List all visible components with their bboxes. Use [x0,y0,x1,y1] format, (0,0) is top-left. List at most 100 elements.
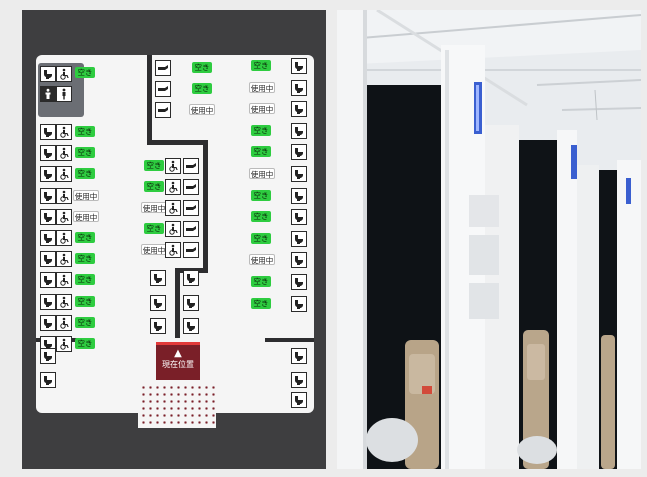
toilet-stall-lower-3 [291,372,307,388]
wheelchair-icon [60,338,69,350]
toilet-stall-left-5 [40,230,56,246]
toilet-stall-right-2 [291,101,307,118]
baby-icon [45,88,51,99]
western-stall-center-2 [183,200,199,216]
status-top-0: 空き [192,62,212,73]
status-right-9: 使用中 [249,254,275,266]
wall-top-horizontal [147,140,205,145]
toilet-icon [154,322,162,331]
toilet-stall-left-1 [40,145,56,162]
toilet-icon [44,276,52,286]
status-top-1: 空き [192,83,212,94]
toilet-stall-center-lower-2 [150,318,166,334]
status-right-4: 空き [251,146,271,158]
toilet-stall-lower-4 [291,392,307,408]
status-left-4: 使用中 [73,210,99,222]
toilet-icon [295,62,303,71]
toilet-stall-accessible [40,66,56,82]
toilet-stall-right-5 [291,166,307,182]
status-center-1: 空き [144,181,164,192]
wheelchair-icon [169,181,178,193]
toilet-icon [295,126,303,136]
toilet-icon [44,212,52,222]
status-center-4: 使用中 [141,244,167,255]
western-icon [158,86,168,91]
status-left-2: 空き [75,168,95,180]
status-right-5: 使用中 [249,168,275,179]
western-icon [158,107,168,112]
wheelchair-stall-left-0 [56,124,72,140]
wall-lower-right [265,338,314,342]
toilet-icon [44,352,52,361]
status-right-2: 使用中 [249,103,275,115]
toilet-icon [187,299,195,308]
wheelchair-icon [60,296,69,308]
toilet-stall-right-1 [291,79,307,96]
toilet-stall-center-lower-4 [183,295,199,311]
wheelchair-stall-left-3 [56,187,72,204]
western-icon [158,65,168,70]
wall-center-stem [175,268,180,338]
status-left-5: 空き [75,232,95,243]
wheelchair-stall-left-9 [56,314,72,331]
toilet-icon [44,318,52,328]
toilet-icon [295,376,303,385]
wheelchair-icon [169,202,178,214]
wheelchair-icon [60,317,69,329]
status-top-2: 使用中 [189,104,215,115]
status-left-6: 空き [75,253,95,265]
toilet-stall-right-4 [291,144,307,161]
person-stall-accessible [56,86,72,102]
toilet-icon [187,322,195,331]
toilet-stall-right-9 [291,252,307,269]
toilet-stall-left-8 [40,293,56,310]
wheelchair-icon [169,160,178,172]
toilet-stall-left-0 [40,124,56,140]
status-left-8: 空き [75,295,95,307]
toilet-stall-left-3 [40,187,56,204]
status-left-10: 空き [75,338,95,349]
status-left-7: 空き [75,274,95,286]
status-left-0: 空き [75,126,95,137]
toilet-icon [44,340,52,349]
western-icon [186,184,196,189]
restroom-stalls-photo [337,10,641,469]
status-accessible-room: 空き [75,67,95,78]
up-triangle-icon: ▲ [174,348,182,359]
toilet-icon [295,213,303,223]
toilet-stall-center-lower-5 [183,318,199,334]
status-center-2: 使用中 [141,202,167,213]
wheelchair-icon [60,190,69,202]
toilet-stall-lower-2 [291,348,307,364]
wheelchair-stall-center-3 [165,221,181,237]
toilet-stall-lower-0 [40,348,56,364]
wheelchair-stall-left-5 [56,230,72,246]
wheelchair-icon [60,126,69,138]
toilet-icon [295,191,303,201]
toilet-icon [44,128,52,137]
status-left-3: 使用中 [73,189,99,201]
wheelchair-icon [60,232,69,244]
wheelchair-icon [60,211,69,223]
wheelchair-icon [60,147,69,159]
toilet-icon [44,297,52,307]
wheelchair-stall-left-10 [56,336,72,352]
toilet-icon [44,149,52,159]
western-icon [186,163,196,168]
status-left-1: 空き [75,147,95,159]
wall-top-divider [147,55,152,145]
toilet-stall-right-6 [291,187,307,204]
status-right-11: 空き [251,297,271,309]
western-stall-top-0 [155,60,171,76]
toilet-icon [44,170,52,180]
toilet-icon [154,299,162,308]
toilet-icon [295,148,303,158]
wheelchair-stall-left-8 [56,293,72,310]
toilet-icon [295,170,303,179]
western-stall-center-4 [183,242,199,258]
wheelchair-icon [169,223,178,235]
wheelchair-stall-left-2 [56,166,72,183]
wheelchair-icon [169,244,178,256]
person-icon [62,88,66,100]
toilet-stall-right-11 [291,295,307,312]
